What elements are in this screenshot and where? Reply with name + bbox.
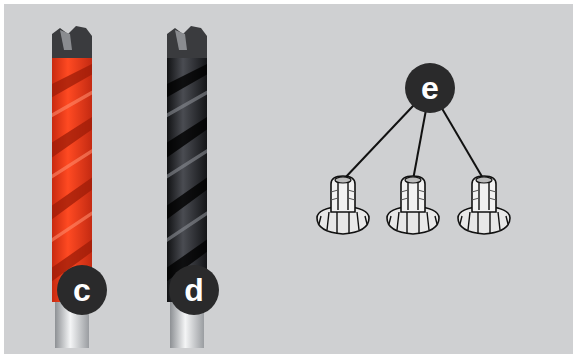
- threaded-insert: [387, 176, 439, 234]
- callout-circle: c: [56, 264, 108, 316]
- threaded-insert: [317, 176, 369, 234]
- panel-background: [4, 4, 573, 354]
- drill-tip: [52, 26, 92, 58]
- callout-disc: [405, 63, 455, 113]
- drill-flutes: [52, 60, 92, 290]
- drill-flutes: [167, 60, 207, 290]
- callout-disc: [169, 265, 219, 315]
- threaded-insert: [458, 176, 510, 234]
- callout-circle: e: [404, 62, 456, 114]
- drill-tip: [167, 26, 207, 58]
- callout-letter: c: [56, 264, 108, 316]
- callout-letter: e: [404, 62, 456, 114]
- callout-letter: d: [168, 264, 220, 316]
- callout-circle: d: [168, 264, 220, 316]
- drill-tip-highlight: [60, 30, 72, 50]
- callout-disc: [57, 265, 107, 315]
- drill-tip-highlight: [175, 30, 187, 50]
